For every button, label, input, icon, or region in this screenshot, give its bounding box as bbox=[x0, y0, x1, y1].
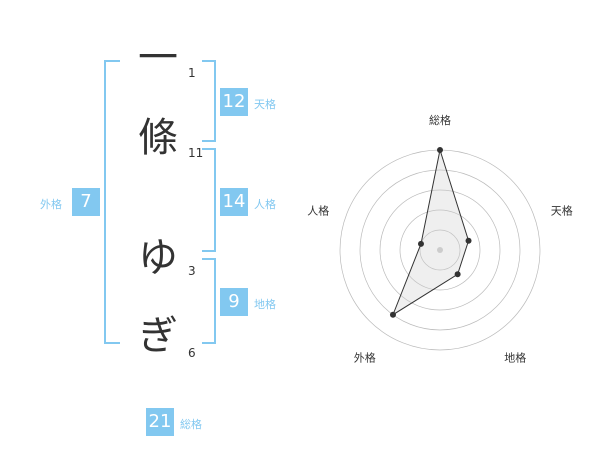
radar-grid-ring bbox=[399, 209, 481, 291]
radar-axis-label: 天格 bbox=[551, 203, 573, 217]
radar-data-point bbox=[454, 271, 461, 278]
name-char-4: ぎ bbox=[138, 313, 178, 359]
radar-data-polygon bbox=[391, 149, 470, 316]
name-char-1: 一 bbox=[138, 35, 178, 81]
radar-axis-label: 総格 bbox=[429, 113, 451, 127]
chikaku-bracket bbox=[202, 258, 216, 344]
radar-axis-label: 人格 bbox=[307, 203, 329, 217]
stroke-count-1: 1 bbox=[188, 66, 196, 80]
radar-grid-ring bbox=[359, 169, 521, 331]
gaikaku-label: 外格 bbox=[40, 198, 62, 211]
jinkaku-bracket bbox=[202, 148, 216, 252]
radar-axis-label: 外格 bbox=[354, 351, 376, 365]
chikaku-value: 9 bbox=[220, 288, 248, 316]
chikaku-label: 地格 bbox=[254, 298, 276, 311]
tenkaku-value: 12 bbox=[220, 88, 248, 116]
gaikaku-bracket bbox=[104, 60, 120, 344]
stroke-count-4: 6 bbox=[188, 346, 196, 360]
gaikaku-value: 7 bbox=[72, 188, 100, 216]
jinkaku-label: 人格 bbox=[254, 198, 276, 211]
stroke-count-2: 11 bbox=[188, 146, 204, 160]
soukaku-value: 21 bbox=[146, 408, 174, 436]
radar-axis-label: 地格 bbox=[504, 351, 526, 365]
radar-data-point bbox=[417, 240, 424, 247]
name-char-3: ゆ bbox=[138, 235, 178, 281]
radar-center-dot bbox=[437, 247, 443, 253]
name-char-2: 條 bbox=[138, 115, 178, 161]
radar-data-point bbox=[389, 311, 396, 318]
stroke-count-3: 3 bbox=[188, 264, 196, 278]
radar-grid-ring bbox=[419, 229, 461, 271]
radar-data-point bbox=[437, 147, 443, 153]
radar-grid-ring bbox=[379, 189, 501, 311]
tenkaku-label: 天格 bbox=[254, 98, 276, 111]
tenkaku-bracket bbox=[202, 60, 216, 142]
soukaku-label: 総格 bbox=[180, 418, 202, 431]
jinkaku-value: 14 bbox=[220, 188, 248, 216]
radar-data-point bbox=[465, 237, 472, 244]
